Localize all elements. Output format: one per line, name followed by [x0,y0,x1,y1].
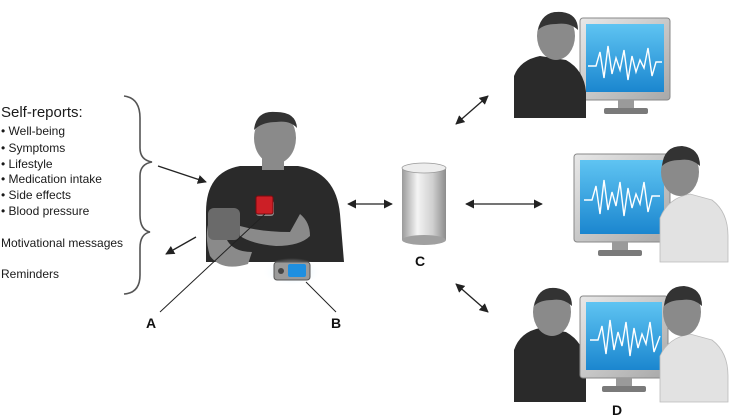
label-c: C [415,253,426,269]
self-report-item-symptoms: Symptoms [1,141,66,155]
self-report-item-medication-intake: Medication intake [1,172,102,186]
messages-arrow [165,236,197,255]
label-b: B [331,315,342,331]
self-report-item-lifestyle: Lifestyle [1,157,53,171]
label-a: A [146,315,157,331]
reminders-label: Reminders [1,267,60,281]
middle-clinician-station [573,146,729,263]
self-report-item-side-effects: Side effects [1,188,71,202]
leader-b [305,281,337,313]
server-top-arrow [455,95,489,125]
label-d: D [612,402,623,418]
self-report-arrow [157,165,207,184]
bottom-clinician-station [514,286,729,403]
self-reports-heading: Self-reports: [1,104,83,121]
patient-figure [206,111,344,267]
self-report-item-well-being: Well-being [1,124,65,138]
self-report-item-blood-pressure: Blood pressure [1,204,90,218]
curly-brace [123,95,153,295]
server-bottom-arrow [455,283,489,313]
motivational-messages-label: Motivational messages [1,236,124,250]
top-clinician-station [514,11,671,118]
leader-a [159,213,266,313]
phone-device [255,195,274,215]
server-cylinder [401,162,447,245]
blood-pressure-monitor [273,261,311,281]
